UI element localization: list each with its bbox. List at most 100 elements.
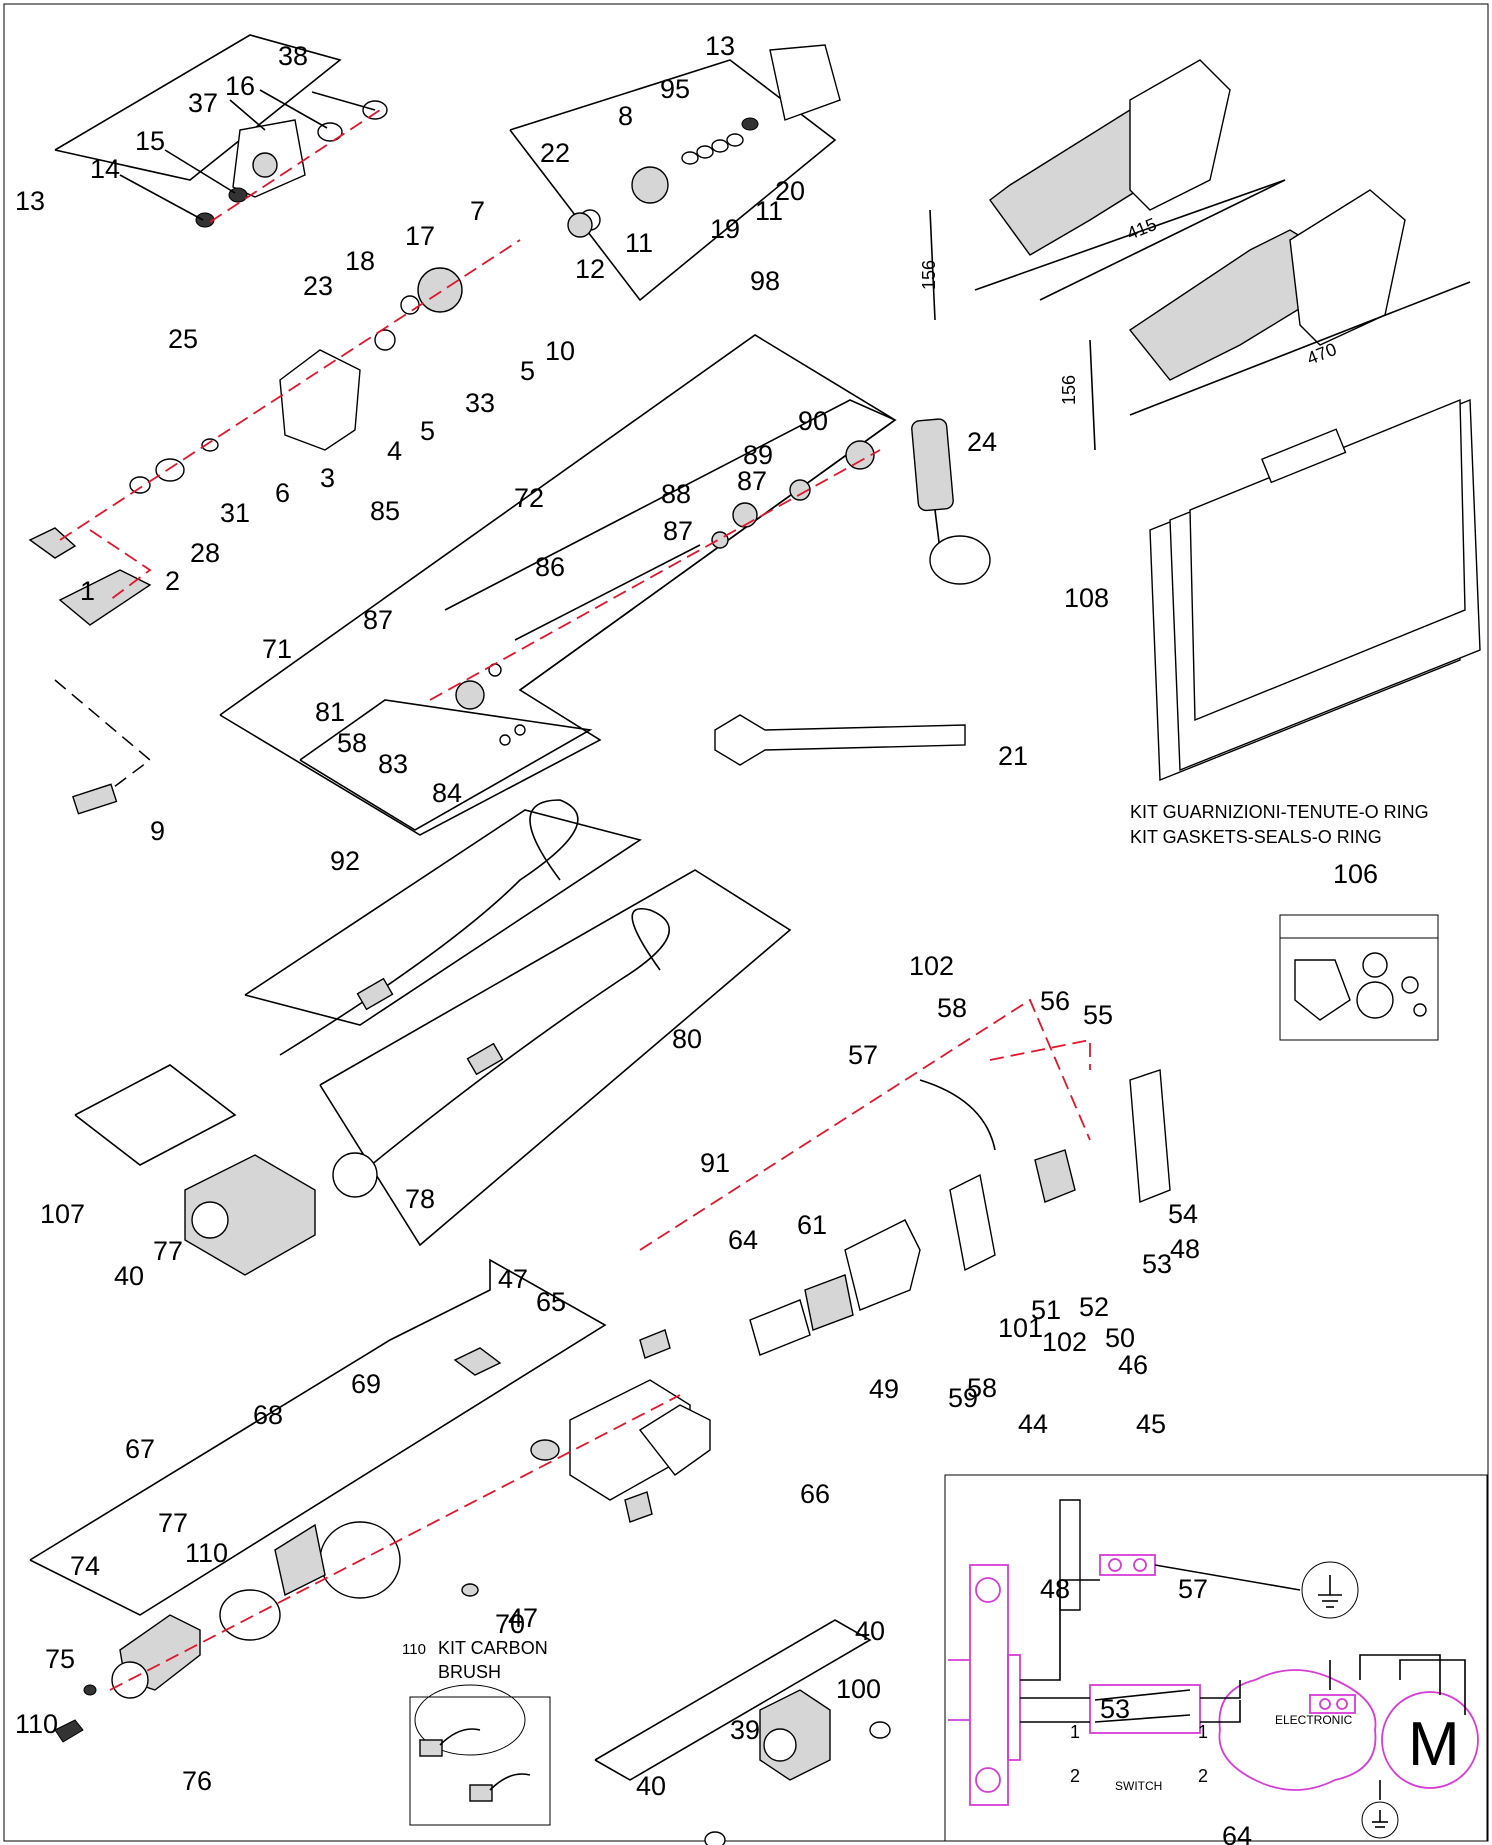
wrench bbox=[714, 714, 966, 766]
switch-terminal-1-right: 1 bbox=[1198, 1722, 1208, 1742]
callout-45: 45 bbox=[1136, 1409, 1166, 1439]
motor-housing-group bbox=[29, 1258, 711, 1756]
callout-48: 48 bbox=[1170, 1234, 1200, 1264]
callout-65: 65 bbox=[536, 1287, 566, 1317]
callout-33: 33 bbox=[465, 388, 495, 418]
kit-brush-line2: BRUSH bbox=[438, 1662, 501, 1682]
kit-seals-box bbox=[1279, 914, 1439, 1041]
dimension-470: 470 bbox=[1304, 339, 1339, 369]
carry-case bbox=[1149, 398, 1481, 782]
dimension-156-b: 156 bbox=[1059, 375, 1079, 405]
callout-24: 24 bbox=[967, 427, 997, 457]
callout-8: 8 bbox=[618, 101, 633, 131]
callout-91: 91 bbox=[700, 1148, 730, 1178]
switch-terminal-1-left: 1 bbox=[1070, 1722, 1080, 1742]
callout-49: 49 bbox=[869, 1374, 899, 1404]
kit-seals-number: 106 bbox=[1333, 859, 1378, 889]
wiring-callout-57: 57 bbox=[1178, 1574, 1208, 1604]
callout-83: 83 bbox=[378, 749, 408, 779]
wiring-callout-64: 64 bbox=[1222, 1821, 1252, 1845]
callout-92: 92 bbox=[330, 846, 360, 876]
callout-9: 9 bbox=[150, 816, 165, 846]
callout-85: 85 bbox=[370, 496, 400, 526]
callout-22: 22 bbox=[540, 138, 570, 168]
callout-19: 19 bbox=[710, 214, 740, 244]
callout-52: 52 bbox=[1079, 1292, 1109, 1322]
callout-87: 87 bbox=[663, 516, 693, 546]
callout-86: 86 bbox=[535, 552, 565, 582]
callout-17: 17 bbox=[405, 221, 435, 251]
kit-seals-line2: KIT GASKETS-SEALS-O RING bbox=[1130, 827, 1382, 847]
callout-14: 14 bbox=[90, 154, 120, 184]
kit-brush-line1: KIT CARBON bbox=[438, 1638, 548, 1658]
callout-70: 70 bbox=[495, 1609, 525, 1639]
electronic-label: ELECTRONIC bbox=[1275, 1713, 1353, 1727]
callout-80: 80 bbox=[672, 1024, 702, 1054]
callout-81: 81 bbox=[315, 697, 345, 727]
callout-66: 66 bbox=[800, 1479, 830, 1509]
callout-20: 20 bbox=[775, 176, 805, 206]
drill-motor-415 bbox=[929, 59, 1286, 321]
callout-1: 1 bbox=[80, 576, 95, 606]
callout-88: 88 bbox=[661, 479, 691, 509]
callout-84: 84 bbox=[432, 778, 462, 808]
armature-40 bbox=[594, 1619, 891, 1845]
callout-102: 102 bbox=[1042, 1327, 1087, 1357]
callout-78: 78 bbox=[405, 1184, 435, 1214]
side-handle bbox=[911, 418, 991, 585]
callout-31: 31 bbox=[220, 498, 250, 528]
drawing-frame bbox=[3, 3, 1489, 1842]
callout-68: 68 bbox=[253, 1400, 283, 1430]
kit-brush-box bbox=[409, 1696, 551, 1826]
callout-110: 110 bbox=[15, 1709, 58, 1739]
callout-4: 4 bbox=[387, 436, 402, 466]
group-13-cover bbox=[54, 34, 388, 228]
callout-64: 64 bbox=[728, 1225, 758, 1255]
wiring-callout-53: 53 bbox=[1100, 1694, 1130, 1724]
callout-12: 12 bbox=[575, 254, 605, 284]
callout-39: 39 bbox=[730, 1715, 760, 1745]
callout-69: 69 bbox=[351, 1369, 381, 1399]
callout-87: 87 bbox=[363, 605, 393, 635]
kit-seals-line1: KIT GUARNIZIONI-TENUTE-O RING bbox=[1130, 802, 1429, 822]
callout-16: 16 bbox=[225, 71, 255, 101]
wiring-diagram bbox=[944, 1474, 1488, 1842]
callout-107: 107 bbox=[40, 1199, 85, 1229]
callout-75: 75 bbox=[45, 1644, 75, 1674]
motor-symbol: M bbox=[1408, 1710, 1460, 1779]
callout-55: 55 bbox=[1083, 1000, 1113, 1030]
callout-28: 28 bbox=[190, 538, 220, 568]
switch-label: SWITCH bbox=[1115, 1779, 1162, 1793]
callout-44: 44 bbox=[1018, 1409, 1048, 1439]
callout-37: 37 bbox=[188, 88, 218, 118]
dimension-156-a: 156 bbox=[919, 260, 939, 290]
group-107-motor bbox=[74, 1064, 316, 1276]
callout-47: 47 bbox=[508, 1603, 538, 1633]
callout-11: 11 bbox=[755, 196, 783, 226]
group-85-extension bbox=[219, 334, 897, 836]
drill-motor-470 bbox=[1089, 189, 1471, 451]
kit-brush-number: 110 bbox=[402, 1641, 426, 1658]
callout-5: 5 bbox=[520, 356, 535, 386]
callout-98: 98 bbox=[750, 266, 780, 296]
callout-89: 89 bbox=[743, 440, 773, 470]
callout-100: 100 bbox=[836, 1674, 881, 1704]
callout-40: 40 bbox=[855, 1616, 885, 1646]
switch-parts bbox=[639, 998, 1171, 1611]
callout-10: 10 bbox=[545, 336, 575, 366]
callout-61: 61 bbox=[797, 1210, 827, 1240]
callout-95: 95 bbox=[660, 74, 690, 104]
callout-38: 38 bbox=[278, 41, 308, 71]
callout-59: 59 bbox=[948, 1383, 978, 1413]
callout-11: 11 bbox=[625, 228, 653, 258]
callout-5: 5 bbox=[420, 416, 435, 446]
callout-40: 40 bbox=[636, 1771, 666, 1801]
wiring-callout-48: 48 bbox=[1040, 1574, 1070, 1604]
callout-15: 15 bbox=[135, 126, 165, 156]
callout-54: 54 bbox=[1168, 1199, 1198, 1229]
callout-74: 74 bbox=[70, 1551, 100, 1581]
callout-51: 51 bbox=[1031, 1295, 1061, 1325]
callout-90: 90 bbox=[798, 406, 828, 436]
